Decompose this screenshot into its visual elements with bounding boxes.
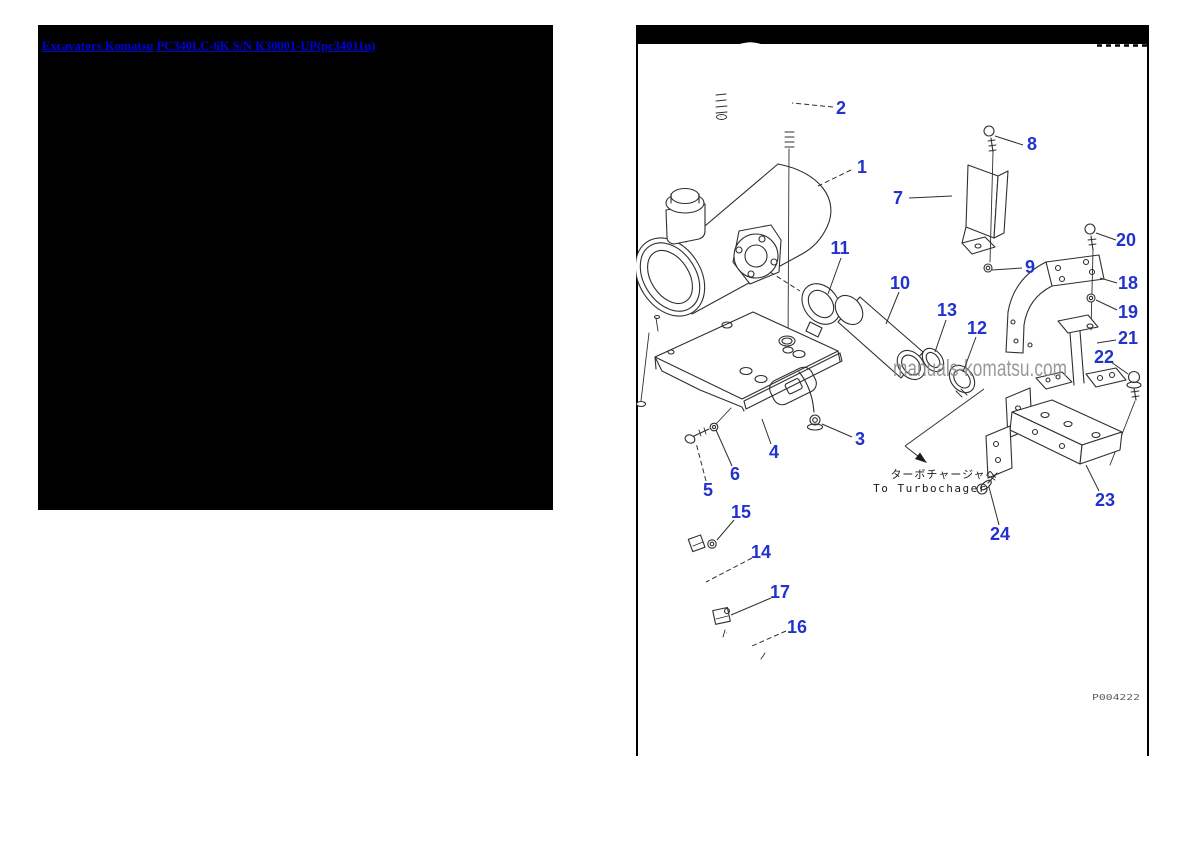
leader-10: [885, 291, 900, 325]
washer-part-6: [709, 422, 719, 432]
parts-diagram-panel: ターボチャージャへ To Turbochager manuals-komatsu…: [636, 25, 1149, 756]
part-label-18: 18: [1118, 273, 1138, 293]
leader-11: [827, 257, 842, 295]
mounting-bracket-part-4: [654, 311, 843, 425]
turbo-note-english: To Turbochager: [873, 482, 987, 495]
part-label-10: 10: [890, 273, 910, 293]
nut-part-3: [798, 371, 824, 431]
diagram-frame: [636, 25, 1149, 756]
part-label-16: 16: [787, 617, 807, 637]
exhaust-inlet-pipe-part-2: [715, 42, 795, 347]
clamp-part-11: [801, 283, 841, 338]
part-label-8: 8: [1027, 134, 1037, 154]
turbo-leader-line: [904, 388, 985, 447]
bracket-part-23: [985, 387, 1123, 479]
leader-19: [1095, 299, 1118, 311]
part-label-15: 15: [731, 502, 751, 522]
bolt-part-8: [983, 125, 997, 263]
leader-23: [1085, 464, 1100, 492]
leader-7: [908, 195, 953, 199]
washer-part-9: [983, 263, 993, 273]
leader-9: [991, 267, 1023, 271]
turbo-annotation: ターボチャージャへ To Turbochager: [873, 388, 997, 495]
pipe-centerline: [787, 148, 790, 347]
figure-code: P004222: [1092, 693, 1140, 702]
part-label-6: 6: [730, 464, 740, 484]
leader-lines: [695, 102, 1129, 647]
watermark: manuals-komatsu.com: [893, 355, 1067, 381]
breadcrumb-link-category[interactable]: Excavators Komatsu: [42, 39, 154, 53]
part-label-24: 24: [990, 524, 1010, 544]
part-label-22: 22: [1094, 347, 1114, 367]
part-label-20: 20: [1116, 230, 1136, 250]
turbo-arrowhead: [915, 452, 927, 463]
leader-18: [1099, 277, 1118, 284]
leader-15: [716, 519, 735, 541]
leader-21: [1096, 339, 1117, 344]
breadcrumb: Excavators Komatsu PC340LC-6K S/N K30001…: [38, 25, 553, 54]
leader-6: [715, 429, 733, 467]
part-label-4: 4: [769, 442, 779, 462]
part-label-13: 13: [937, 300, 957, 320]
part-label-9: 9: [1025, 257, 1035, 277]
leader-4: [761, 418, 772, 445]
bolt-part-22: [1109, 370, 1142, 466]
part-label-1: 1: [857, 157, 867, 177]
leader-16: [751, 630, 787, 647]
bolt-part-24: [976, 472, 998, 495]
part-label-12: 12: [967, 318, 987, 338]
muffler-part-1: [636, 163, 832, 332]
clamp-part-12: [948, 364, 976, 398]
cover-part-18: [1005, 254, 1105, 354]
leader-22: [1110, 361, 1129, 375]
part-label-5: 5: [703, 480, 713, 500]
tube-part-14: [636, 332, 718, 615]
parts-diagram-image: ターボチャージャへ To Turbochager manuals-komatsu…: [636, 25, 1149, 756]
leader-13: [934, 319, 947, 353]
part-label-3: 3: [855, 429, 865, 449]
leader-1: [817, 169, 852, 187]
leader-24: [988, 486, 1000, 526]
bracket-part-7: [961, 164, 1009, 255]
left-black-panel: Excavators Komatsu PC340LC-6K S/N K30001…: [38, 25, 553, 510]
turbo-note-japanese: ターボチャージャへ: [890, 468, 997, 481]
bolt-part-5: [684, 427, 710, 444]
seal-ring-part-13: [921, 347, 945, 373]
part-label-14: 14: [751, 542, 771, 562]
part-label-19: 19: [1118, 302, 1138, 322]
leader-3: [821, 423, 853, 438]
clamp-part-15: [687, 534, 717, 553]
hose-part-16: [722, 629, 766, 660]
leader-20: [1095, 232, 1117, 241]
leader-14: [705, 557, 753, 583]
clamp-part-17: [712, 606, 731, 625]
leader-5: [695, 442, 707, 482]
part-label-7: 7: [893, 188, 903, 208]
part-label-11: 11: [830, 238, 849, 258]
leader-8: [994, 135, 1024, 146]
part-label-2: 2: [836, 98, 846, 118]
leader-2: [791, 102, 834, 108]
part-label-17: 17: [770, 582, 790, 602]
bracket-part-21: [1035, 314, 1127, 390]
connector-pipe-part-10: [834, 294, 926, 381]
part-label-21: 21: [1118, 328, 1138, 348]
part-labels: 1 2 3 4 5 6 7 8 9 10 11 12 13 14 15 16 1…: [703, 98, 1138, 637]
part-label-23: 23: [1095, 490, 1115, 510]
breadcrumb-link-model[interactable]: PC340LC-6K S/N K30001-UP(pc34011u): [156, 39, 376, 53]
bolt-part-20: [1084, 223, 1097, 331]
washer-part-19: [1086, 293, 1096, 303]
leader-17: [730, 597, 772, 616]
leader-12: [962, 336, 977, 373]
